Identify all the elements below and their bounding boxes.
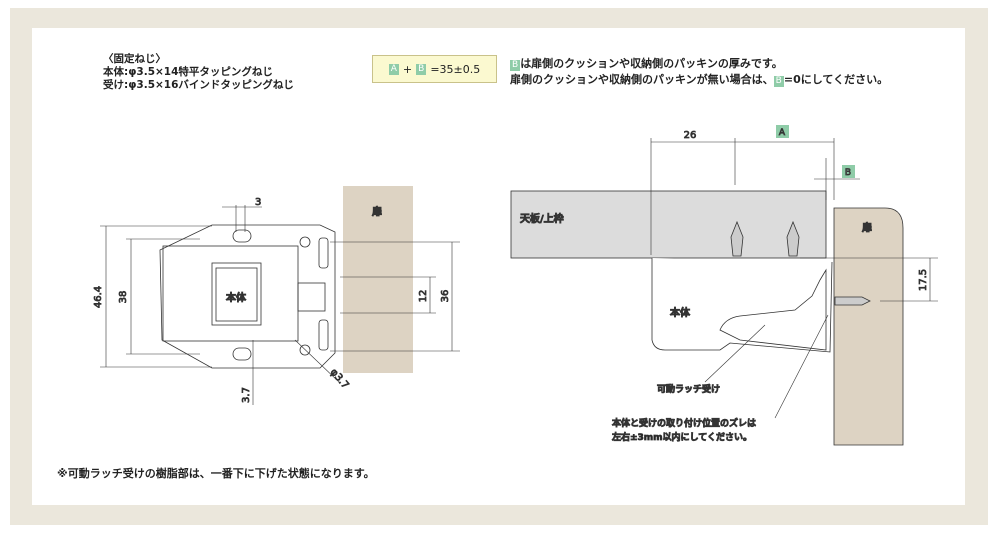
hole-bottom [299, 344, 311, 356]
alignment-note-2: 左右±3mm以内にしてください。 [611, 431, 752, 443]
dim-36: 36 [440, 290, 451, 303]
front-dimensions [100, 205, 460, 405]
side-view: 26 A B 17.5 天板/上枠 扉 本体 可動ラッチ受け 本体と受けの取り付… [510, 125, 938, 446]
screw-heading: 〈固定ねじ〉 [103, 53, 166, 65]
b-note-line2-end: =0にしてください。 [783, 73, 889, 86]
screw-2 [786, 220, 800, 257]
dim-a: A [779, 128, 786, 138]
formula-plus: + [402, 62, 413, 76]
body-window [211, 262, 262, 326]
door-label: 扉 [371, 205, 382, 218]
latch-label: 可動ラッチ受け [657, 383, 720, 395]
tag-b: B [510, 60, 521, 71]
dim-3: 3 [255, 197, 261, 208]
board-label: 天板/上枠 [520, 212, 564, 225]
body-outline [159, 224, 336, 369]
front-view: 46.4 38 3 12 36 3.7 φ3.7 本体 扉 [93, 186, 460, 405]
dim-17-5: 17.5 [918, 269, 929, 291]
screw-horizontal [834, 296, 871, 306]
tag-b: B [416, 63, 427, 75]
formula-box: A + B =35±0.5 [372, 55, 497, 83]
door-panel [343, 186, 413, 373]
dim-3-7: 3.7 [241, 387, 252, 403]
dim-12: 12 [418, 290, 429, 303]
tag-a-box [776, 125, 789, 138]
receiver-screw-spec: 受け:φ3.5×16バインドタッピングねじ [103, 79, 294, 91]
side-dimensions [650, 138, 938, 419]
b-note-line2: 扉側のクッションや収納側のパッキンが無い場合は、 [510, 73, 774, 86]
door-label-side: 扉 [861, 221, 872, 234]
dim-38: 38 [118, 291, 129, 304]
latch-block [297, 282, 326, 312]
body-label: 本体 [226, 291, 247, 304]
board-panel [510, 190, 827, 259]
tag-a: A [388, 63, 399, 75]
body-screw-spec: 本体:φ3.5×14特平タッピングねじ [103, 66, 273, 78]
rib-bottom [318, 319, 329, 351]
body-label-side: 本体 [670, 306, 691, 319]
tag-b: B [773, 76, 784, 87]
b-note-line1: は扉側のクッションや収納側のパッキンの厚みです。 [520, 57, 783, 70]
screw-spec: 〈固定ねじ〉 本体:φ3.5×14特平タッピングねじ 受け:φ3.5×16バイン… [103, 53, 294, 92]
rib-top [318, 237, 329, 269]
latch-receiver [719, 268, 827, 351]
slot-top [232, 229, 252, 243]
dim-b: B [845, 168, 851, 178]
hole-top [299, 236, 311, 248]
tag-b-box [842, 165, 855, 178]
door-panel-side [833, 207, 904, 446]
alignment-note-1: 本体と受けの取り付け位置のズレは [612, 417, 756, 429]
formula-result: =35±0.5 [430, 62, 481, 76]
dim-46-4: 46.4 [93, 286, 104, 308]
slot-bottom [232, 347, 252, 361]
dim-26: 26 [684, 130, 697, 141]
footnote: ※可動ラッチ受けの樹脂部は、一番下に下げた状態になります。 [57, 467, 375, 480]
body-window-inner [215, 267, 258, 322]
screw-1 [730, 220, 744, 257]
